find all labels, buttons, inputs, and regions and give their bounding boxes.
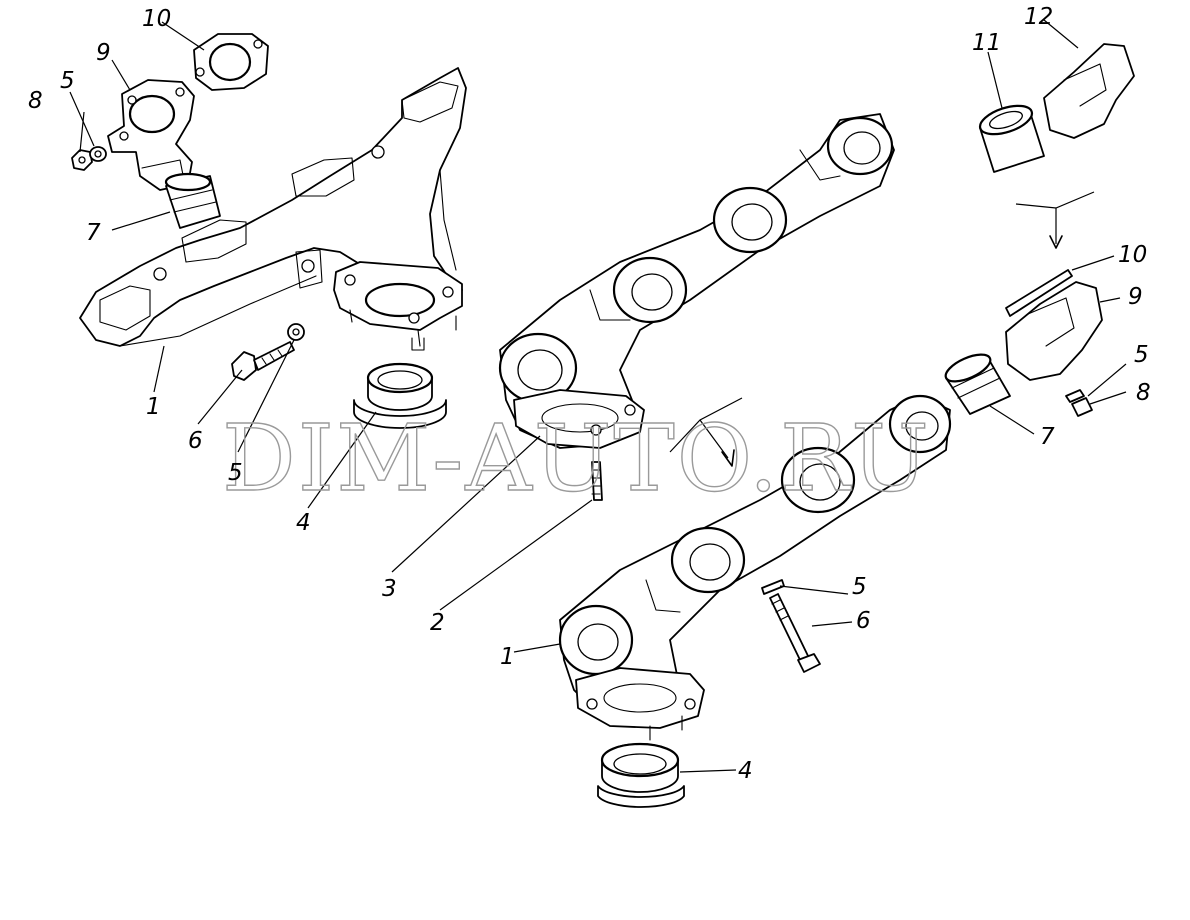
- callout-6-lower: 6: [856, 608, 871, 634]
- sleeve-11: [978, 104, 1045, 173]
- callout-4-left: 4: [296, 510, 311, 536]
- callout-2: 2: [430, 610, 445, 636]
- callout-8-right: 8: [1136, 380, 1151, 406]
- elbow-12: [1043, 43, 1135, 139]
- left-gasket-10: [193, 33, 269, 91]
- callout-11: 11: [972, 30, 1001, 56]
- left-flange-ring-4: [353, 362, 447, 429]
- callout-12: 12: [1024, 4, 1053, 30]
- callout-7-right: 7: [1040, 424, 1055, 450]
- left-exhaust-manifold: [79, 67, 467, 351]
- left-bolt-6: [231, 323, 305, 381]
- callout-3: 3: [382, 576, 397, 602]
- callout-9-left: 9: [96, 40, 111, 66]
- left-connector-7: [164, 172, 221, 229]
- callout-4-right: 4: [738, 758, 753, 784]
- nut-washer-right: [1065, 389, 1093, 417]
- watermark-text: DIM-AUTO.RU: [222, 405, 931, 512]
- assembly-arrow-center: [669, 397, 743, 467]
- callout-10-right: 10: [1118, 242, 1147, 268]
- elbow-9-right: [1005, 281, 1103, 381]
- assembly-arrow-top: [1015, 191, 1095, 249]
- leader-lines: [69, 19, 1127, 773]
- callout-9-right: 9: [1128, 284, 1143, 310]
- gasket-10-right: [1005, 269, 1073, 317]
- callout-labels: 1 6 5 4 3 2 7 8 5 9 10 1 4 5 6 7 8 5 9 1…: [28, 4, 1151, 784]
- callout-8-left: 8: [28, 88, 43, 114]
- callout-6-left: 6: [188, 428, 203, 454]
- bottom-flange-ring-4: [597, 742, 685, 808]
- right-exhaust-manifold: [558, 394, 952, 741]
- callout-5-left-bottom: 5: [228, 460, 243, 486]
- center-exhaust-manifold: [498, 113, 895, 449]
- connector-7-right: [944, 353, 1011, 415]
- stud-2: [591, 461, 603, 501]
- callout-5-left-top: 5: [60, 68, 75, 94]
- lower-bolt-6: [761, 579, 821, 673]
- callout-10-left: 10: [142, 6, 171, 32]
- callout-1-left: 1: [146, 394, 161, 420]
- callout-7-left: 7: [86, 220, 101, 246]
- callout-5-lower: 5: [852, 574, 867, 600]
- left-washer-nut: [71, 146, 107, 171]
- callout-1-right: 1: [500, 644, 515, 670]
- callout-5-right: 5: [1134, 342, 1149, 368]
